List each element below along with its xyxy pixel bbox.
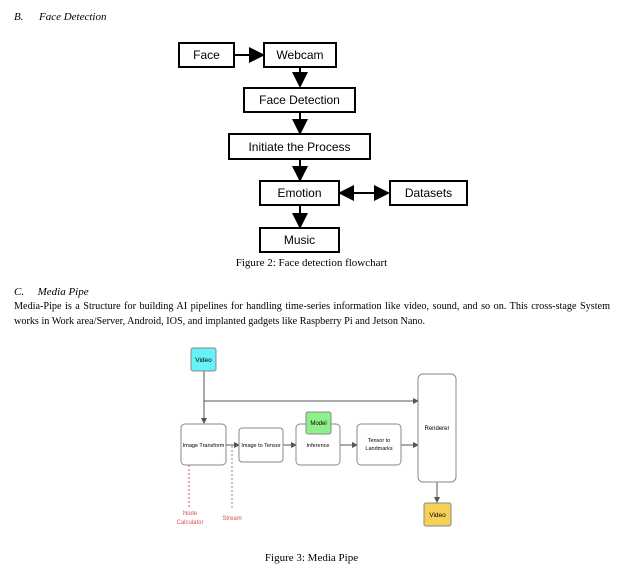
section-c-title: Media Pipe: [37, 286, 89, 298]
flow-box-face-detection: Face Detection: [243, 87, 356, 113]
mp-label-tensor-to-landmarks-1: Tensor to: [368, 438, 391, 444]
section-c-number: C.: [14, 286, 25, 298]
mp-box-tensor-landmarks: [356, 423, 402, 466]
flow-box-datasets: Datasets: [389, 180, 468, 206]
flow-box-webcam: Webcam: [263, 42, 337, 68]
mp-label-node-calculator-2: Calculator: [176, 520, 203, 526]
flow-label-face: Face: [193, 48, 220, 62]
mp-box-image-transform: [180, 423, 227, 466]
mp-box-renderer: [417, 373, 457, 483]
mp-box-video-out: [423, 502, 452, 527]
mp-label-model: Model: [310, 421, 326, 427]
media-pipe-paragraph: Media-Pipe is a Structure for building A…: [14, 301, 610, 327]
section-b-title: Face Detection: [38, 11, 107, 23]
flow-label-initiate: Initiate the Process: [248, 139, 351, 154]
mp-label-video-out: Video: [429, 512, 446, 519]
mp-label-image-to-tensor: Image to Tensor: [241, 443, 281, 449]
figure-3-caption: Figure 3: Media Pipe: [264, 552, 359, 564]
flow-box-music: Music: [259, 227, 340, 253]
mp-label-video-in: Video: [195, 357, 212, 364]
mp-box-model: [305, 411, 332, 435]
flow-label-webcam: Webcam: [276, 48, 324, 62]
mp-label-image-transform: Image Transform: [183, 443, 225, 449]
flow-label-emotion: Emotion: [277, 186, 322, 200]
section-c-heading: C. Media Pipe: [14, 286, 89, 298]
flow-label-music: Music: [283, 233, 316, 247]
flow-box-face: Face: [178, 42, 235, 68]
flow-label-datasets: Datasets: [404, 186, 453, 200]
mp-label-renderer: Renderer: [424, 426, 449, 432]
figure-2-caption: Figure 2: Face detection flowchart: [235, 257, 388, 269]
mp-label-node-calculator-1: Node: [183, 511, 198, 517]
mp-label-stream: Stream: [222, 516, 241, 522]
flow-box-emotion: Emotion: [259, 180, 340, 206]
mp-label-inference: Inference: [307, 443, 330, 449]
section-b-number: B.: [14, 11, 24, 23]
flow-box-initiate: Initiate the Process: [228, 133, 371, 160]
mp-label-tensor-to-landmarks-2: Landmarks: [365, 446, 392, 452]
mp-box-video-in: [190, 347, 217, 372]
flow-label-face-detection: Face Detection: [259, 93, 340, 107]
mp-box-image-to-tensor: [238, 427, 284, 463]
section-b-heading: B. Face Detection: [14, 11, 106, 23]
